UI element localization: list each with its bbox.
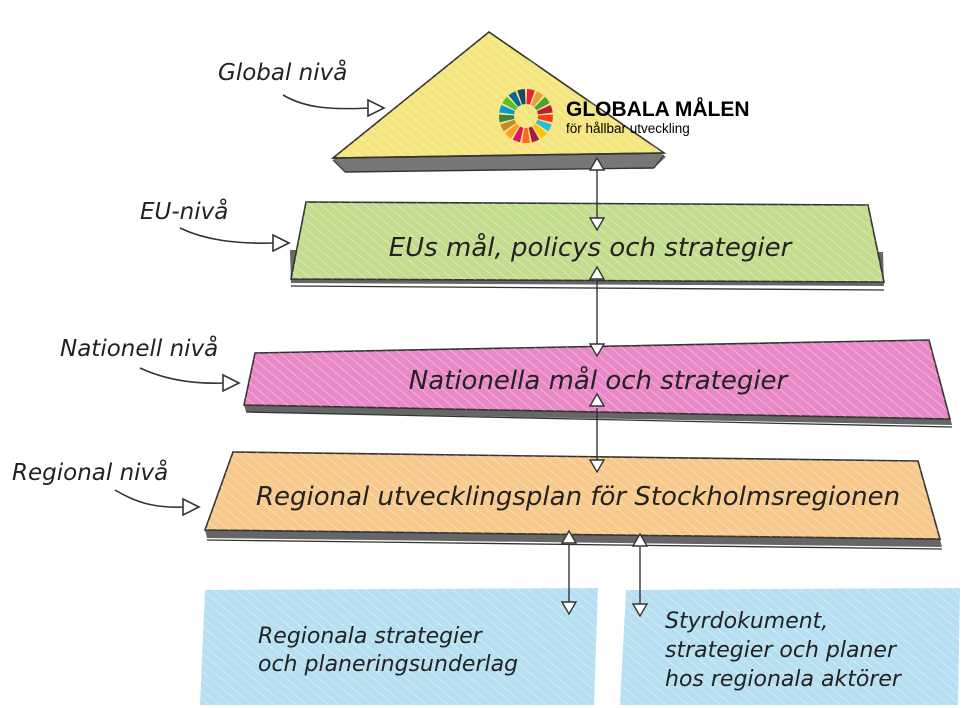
eu-band: EUs mål, policys och strategier bbox=[290, 201, 885, 291]
sdg-wheel-segment bbox=[537, 114, 553, 123]
sdg-wheel-icon bbox=[499, 89, 553, 144]
sdg-wheel-segment bbox=[499, 114, 515, 123]
sdg-wheel-segment bbox=[500, 119, 517, 132]
level-label-eu: EU-nivå bbox=[140, 197, 228, 225]
level-label-national: Nationell nivå bbox=[60, 334, 218, 362]
arrow-down-icon bbox=[631, 603, 649, 618]
level-eu: EU-nivå bbox=[140, 197, 291, 253]
arrow-down-icon bbox=[588, 343, 606, 358]
sdg-logo: GLOBALA MÅLEN för hållbar utveckling bbox=[499, 89, 750, 144]
right-box-line-2: strategier och planer bbox=[665, 638, 898, 663]
sdg-wheel-segment bbox=[534, 96, 550, 111]
arrow-up-icon bbox=[560, 529, 578, 544]
sdg-logo-subtitle: för hållbar utveckling bbox=[566, 121, 690, 136]
sdg-wheel-segment bbox=[505, 123, 520, 139]
sdg-logo-title: GLOBALA MÅLEN bbox=[566, 97, 750, 121]
level-global: Global nivå bbox=[218, 58, 386, 118]
sdg-wheel-segment bbox=[535, 119, 552, 132]
right-box-line-3: hos regionala aktörer bbox=[665, 667, 903, 692]
sdg-wheel-segment bbox=[517, 89, 526, 105]
arrow-up-icon bbox=[631, 532, 649, 547]
sdg-wheel-segment bbox=[530, 91, 544, 107]
level-national: Nationell nivå bbox=[60, 334, 241, 393]
right-box: Styrdokument, strategier och planer hos … bbox=[620, 588, 960, 705]
pointer-arrow-icon bbox=[367, 98, 386, 118]
sdg-wheel-segment bbox=[508, 91, 522, 107]
connector-arrows bbox=[560, 156, 649, 618]
sdg-wheel-segment bbox=[522, 127, 530, 144]
level-label-regional: Regional nivå bbox=[12, 458, 168, 486]
sdg-wheel-segment bbox=[512, 126, 524, 143]
arrow-up-icon bbox=[588, 265, 606, 280]
arrow-down-icon bbox=[588, 459, 606, 474]
pointer-arrow-icon bbox=[272, 233, 291, 253]
arrow-up-icon bbox=[588, 392, 606, 407]
regional-band-label: Regional utvecklingsplan för Stockholmsr… bbox=[256, 482, 900, 512]
sdg-wheel-segment bbox=[526, 89, 535, 105]
left-box: Regionala strategier och planeringsunder… bbox=[200, 588, 598, 705]
pointer-arrow-icon bbox=[222, 373, 241, 393]
level-label-global: Global nivå bbox=[218, 58, 347, 86]
sdg-wheel-segment bbox=[532, 123, 547, 139]
eu-band-label: EUs mål, policys och strategier bbox=[389, 232, 794, 263]
global-triangle bbox=[330, 31, 667, 173]
national-band: Nationella mål och strategier bbox=[243, 339, 953, 428]
sdg-wheel-segment bbox=[499, 104, 516, 115]
arrow-up-icon bbox=[588, 156, 606, 171]
left-box-line-2: och planeringsunderlag bbox=[258, 652, 518, 677]
left-box-line-1: Regionala strategier bbox=[258, 624, 484, 649]
right-box-line-1: Styrdokument, bbox=[665, 609, 828, 634]
regional-band: Regional utvecklingsplan för Stockholmsr… bbox=[203, 451, 943, 550]
sdg-wheel-segment bbox=[528, 126, 540, 143]
national-band-label: Nationella mål och strategier bbox=[409, 365, 790, 396]
sdg-wheel-segment bbox=[536, 104, 553, 115]
arrow-down-icon bbox=[560, 601, 578, 616]
sdg-wheel-segment bbox=[502, 96, 518, 111]
level-regional: Regional nivå bbox=[12, 458, 201, 517]
pointer-arrow-icon bbox=[182, 497, 201, 517]
arrow-down-icon bbox=[588, 217, 606, 232]
